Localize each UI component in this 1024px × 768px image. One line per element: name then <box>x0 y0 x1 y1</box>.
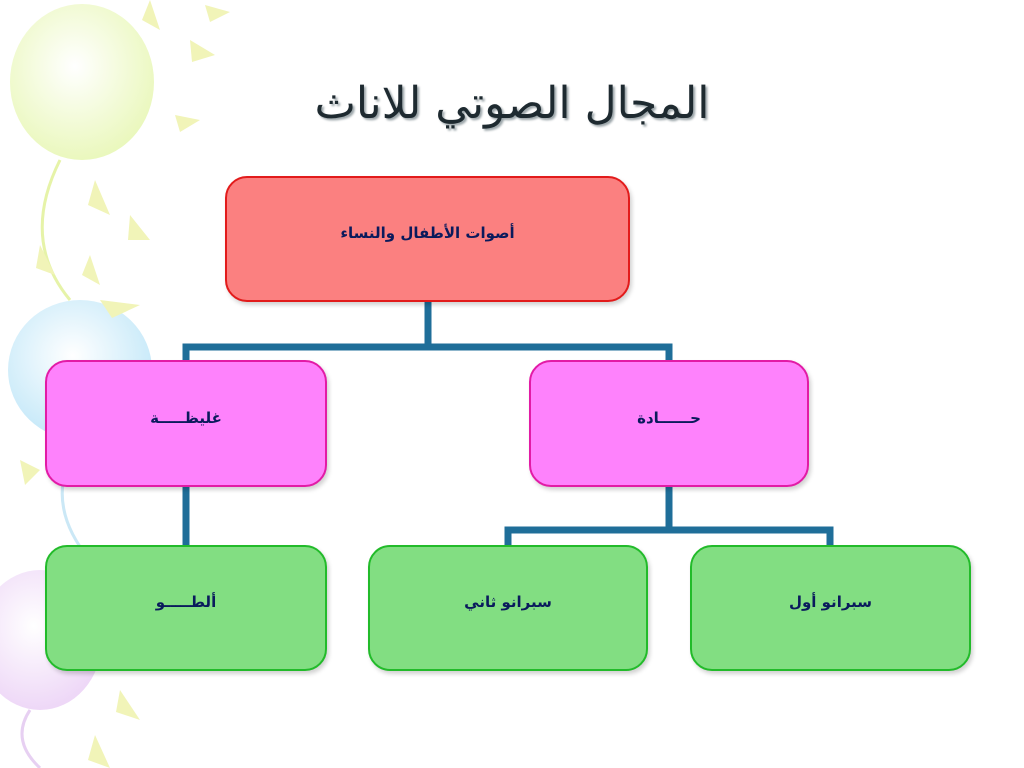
node-alto: ألطـــــو <box>45 545 327 671</box>
node-root: أصوات الأطفال والنساء <box>225 176 630 302</box>
node-soprano-first-label: سبرانو أول <box>788 593 873 611</box>
yellow-balloon-decoration <box>10 4 154 301</box>
node-low-voices: غليظـــــة <box>45 360 327 487</box>
node-soprano-first: سبرانو أول <box>690 545 971 671</box>
node-alto-label: ألطـــــو <box>155 593 217 611</box>
node-high-voices-label: حــــــادة <box>637 408 701 427</box>
node-root-label: أصوات الأطفال والنساء <box>340 224 515 242</box>
node-soprano-second-label: سبرانو ثاني <box>464 593 552 611</box>
confetti-decoration <box>20 0 230 768</box>
node-low-voices-label: غليظـــــة <box>150 408 222 427</box>
connector-root-to-level2 <box>182 298 673 366</box>
slide-title: المجال الصوتي للاناث <box>314 78 710 129</box>
node-soprano-second: سبرانو ثاني <box>368 545 648 671</box>
connector-sharp-to-soprano <box>504 482 834 550</box>
node-high-voices: حــــــادة <box>529 360 809 487</box>
